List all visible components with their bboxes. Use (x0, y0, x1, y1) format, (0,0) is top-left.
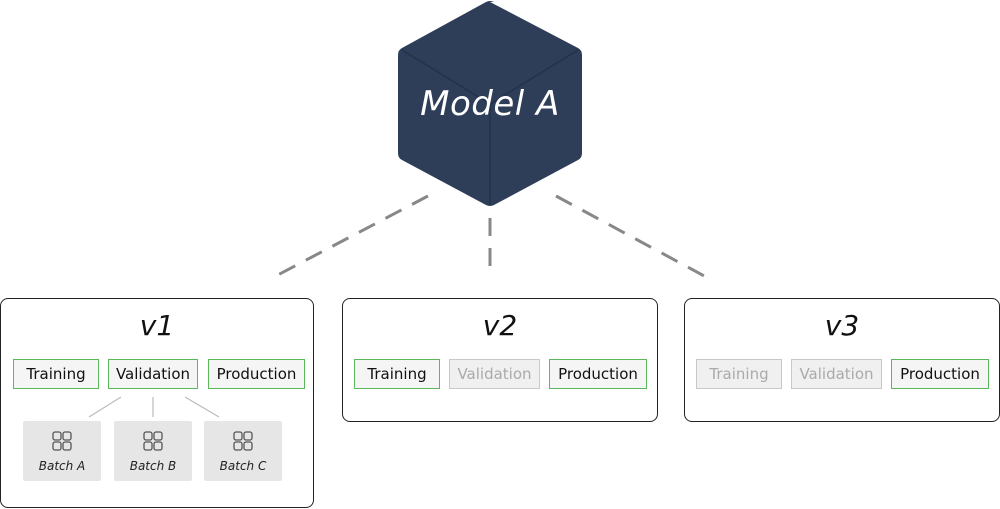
batch-label: Batch C (219, 459, 267, 473)
grid-icon (233, 431, 253, 451)
stage-production[interactable]: Production (891, 359, 989, 389)
batch-card-a[interactable]: Batch A (23, 421, 101, 481)
batch-card-c[interactable]: Batch C (204, 421, 282, 481)
stage-training[interactable]: Training (13, 359, 99, 389)
stage-validation[interactable]: Validation (449, 359, 540, 389)
version-card-v3[interactable]: v3 Training Validation Production (684, 298, 1000, 422)
version-card-v1[interactable]: v1 Training Validation Production Batch … (0, 298, 314, 508)
stage-validation[interactable]: Validation (108, 359, 198, 389)
stage-training[interactable]: Training (696, 359, 782, 389)
stage-production[interactable]: Production (549, 359, 647, 389)
cube-icon (398, 1, 582, 206)
model-cube[interactable]: Model A (398, 0, 582, 208)
model-name: Model A (420, 84, 560, 124)
connector-v1 (271, 194, 429, 280)
grid-icon (52, 431, 72, 451)
stage-production[interactable]: Production (208, 359, 305, 389)
version-title: v3 (824, 309, 860, 342)
grid-icon (143, 431, 163, 451)
batch-label: Batch A (38, 459, 86, 473)
connector-v3 (555, 194, 709, 280)
version-title: v2 (482, 309, 518, 342)
stage-validation[interactable]: Validation (791, 359, 882, 389)
batch-card-b[interactable]: Batch B (114, 421, 192, 481)
batch-label: Batch B (129, 459, 177, 473)
version-card-v2[interactable]: v2 Training Validation Production (342, 298, 658, 422)
version-title: v1 (139, 309, 175, 342)
stage-training[interactable]: Training (354, 359, 440, 389)
